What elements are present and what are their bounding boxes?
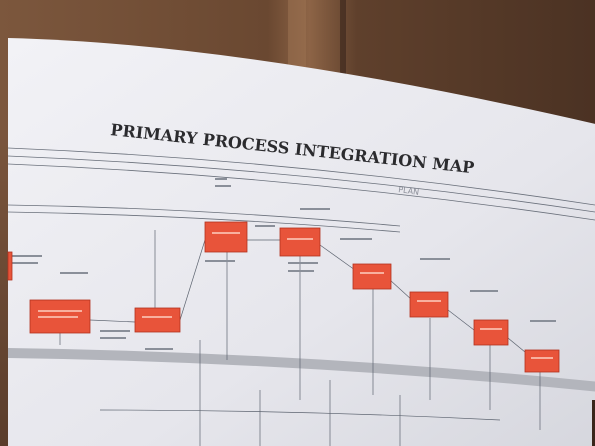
process-box <box>410 292 448 317</box>
process-box <box>474 320 508 345</box>
process-box <box>8 252 12 280</box>
process-box <box>280 228 320 256</box>
process-box <box>525 350 559 372</box>
process-box <box>205 222 247 252</box>
process-box <box>135 308 180 332</box>
process-box <box>353 264 391 289</box>
